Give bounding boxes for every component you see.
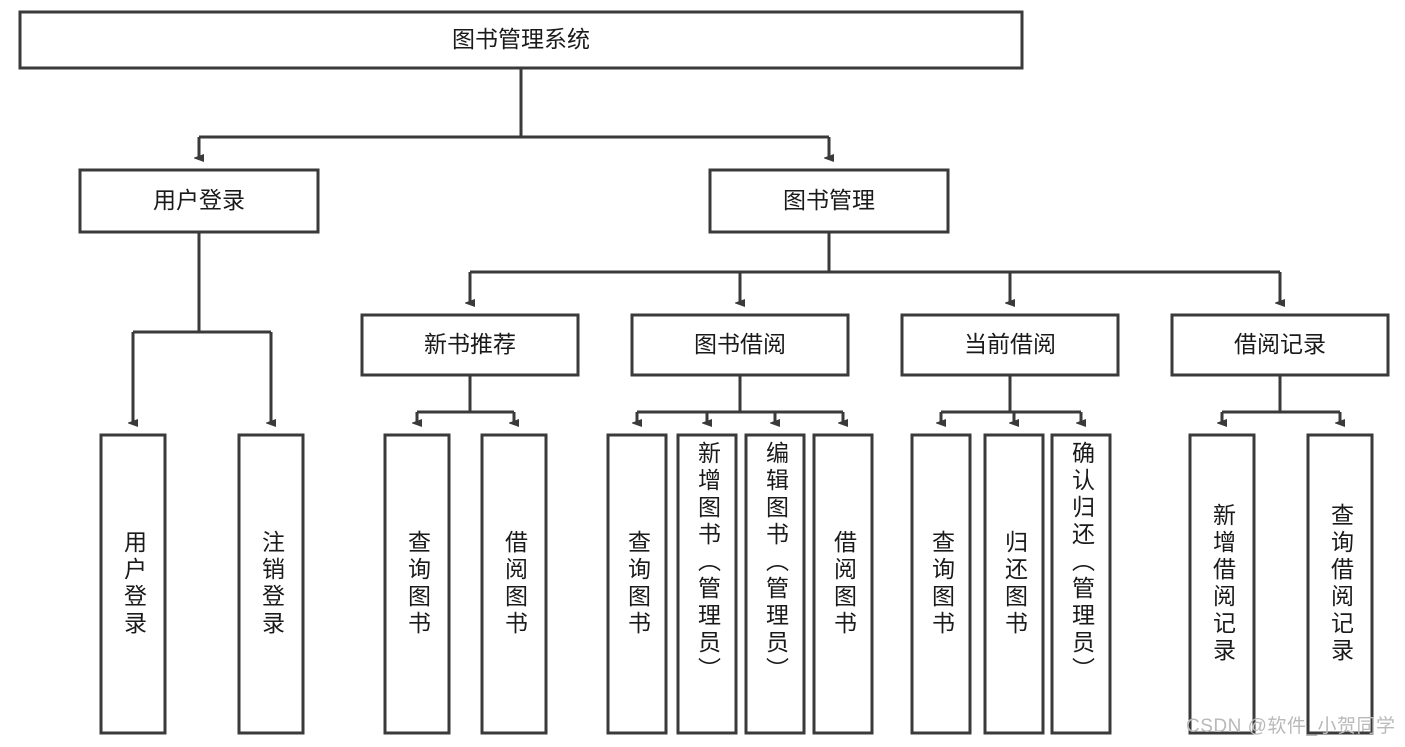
node-user-login-box[interactable] <box>78 168 320 234</box>
leaf-box-borrow-book-rec[interactable] <box>480 433 548 735</box>
node-current-borrow[interactable]: 当前借阅 <box>900 313 1120 377</box>
leaf-box-logout[interactable] <box>237 433 305 735</box>
leaf-box-return-book[interactable] <box>983 433 1045 735</box>
leaf-box-query-book-cur[interactable] <box>910 433 972 735</box>
node-book-borrow-box[interactable] <box>630 313 850 377</box>
node-root[interactable]: 图书管理系统 <box>18 10 1024 70</box>
leaf-box-edit-book[interactable] <box>744 433 806 735</box>
node-book-manage-label: 图书管理 <box>783 187 875 213</box>
node-root-label: 图书管理系统 <box>452 26 590 52</box>
leaf-box-query-book-borrow[interactable] <box>606 433 668 735</box>
node-borrow-record-label: 借阅记录 <box>1234 331 1326 357</box>
node-user-login[interactable]: 用户登录 <box>78 168 320 234</box>
leaf-box-query-book-rec[interactable] <box>383 433 451 735</box>
leaf-box-borrow-book[interactable] <box>812 433 874 735</box>
connector-layer <box>133 68 1340 423</box>
node-borrow-record-box[interactable] <box>1170 313 1390 377</box>
leaf-box-query-record[interactable] <box>1306 433 1374 735</box>
node-root-box[interactable] <box>18 10 1024 70</box>
csdn-watermark: CSDN @软件_小贺同学 <box>1186 716 1396 737</box>
node-user-login-label: 用户登录 <box>153 187 245 213</box>
node-current-borrow-box[interactable] <box>900 313 1120 377</box>
leaf-box-user-login[interactable] <box>99 433 167 735</box>
node-current-borrow-label: 当前借阅 <box>964 331 1056 357</box>
node-book-manage[interactable]: 图书管理 <box>708 168 950 234</box>
node-new-book-rec-box[interactable] <box>360 313 580 377</box>
node-book-manage-box[interactable] <box>708 168 950 234</box>
node-new-book-rec-label: 新书推荐 <box>424 331 516 357</box>
node-book-borrow[interactable]: 图书借阅 <box>630 313 850 377</box>
node-book-borrow-label: 图书借阅 <box>694 331 786 357</box>
leaf-box-layer <box>99 433 1374 735</box>
leaf-box-add-record[interactable] <box>1188 433 1256 735</box>
leaf-box-confirm-return[interactable] <box>1050 433 1112 735</box>
leaf-box-add-book[interactable] <box>676 433 738 735</box>
node-borrow-record[interactable]: 借阅记录 <box>1170 313 1390 377</box>
node-new-book-rec[interactable]: 新书推荐 <box>360 313 580 377</box>
